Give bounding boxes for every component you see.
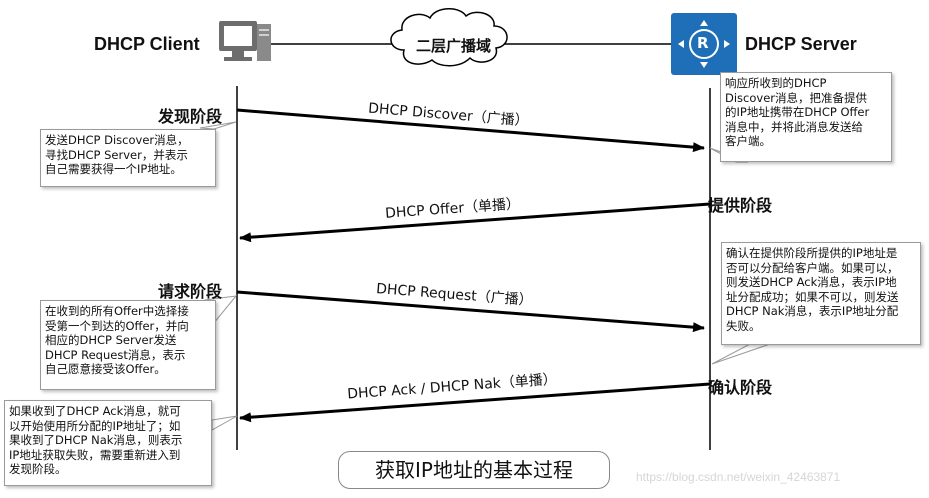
note-result-text: 如果收到了DHCP Ack消息，就可 以开始使用所分配的IP地址了；如 果收到了…	[9, 404, 183, 476]
ack-arrow	[239, 382, 711, 423]
note-request-text: 在收到的所有Offer中选择接 受第一个到达的Offer，并向 相应的DHCP …	[45, 304, 189, 376]
router-icon	[671, 13, 737, 75]
client-label: DHCP Client	[94, 34, 200, 54]
note-offer-text: 响应所收到的DHCP Discover消息，把准备提供 的IP地址携带在DHCP…	[725, 76, 870, 148]
broadcast-domain-label: 二层广播域	[416, 37, 492, 55]
note-request: 在收到的所有Offer中选择接 受第一个到达的Offer，并向 相应的DHCP …	[40, 300, 216, 390]
discover-callout-pointer	[199, 121, 237, 130]
request-arrow	[236, 290, 705, 333]
note-result: 如果收到了DHCP Ack消息，就可 以开始使用所分配的IP地址了；如 果收到了…	[4, 400, 212, 486]
diagram-caption: 获取IP地址的基本过程	[338, 451, 610, 489]
discover-arrow	[236, 108, 705, 153]
cloud-icon	[390, 8, 508, 67]
note-discover-text: 发送DHCP Discover消息， 寻找DHCP Server，并表示 自己需…	[45, 133, 189, 176]
watermark: https://blog.csdn.net/weixin_42463871	[636, 470, 841, 484]
router-icon-letter: R	[697, 34, 709, 52]
note-discover: 发送DHCP Discover消息， 寻找DHCP Server，并表示 自己需…	[40, 129, 216, 187]
phase-ack: 确认阶段	[708, 378, 773, 397]
note-ack-text: 确认在提供阶段所提供的IP地址是 否可以分配给客户端。如果可以， 则发送DHCP…	[726, 246, 899, 333]
phase-discover: 发现阶段	[158, 107, 223, 126]
computer-icon	[219, 21, 271, 61]
phase-offer: 提供阶段	[708, 196, 773, 215]
note-ack: 确认在提供阶段所提供的IP地址是 否可以分配给客户端。如果可以， 则发送DHCP…	[721, 242, 921, 345]
offer-arrow	[239, 202, 711, 243]
ack-callout-pointer	[711, 343, 771, 365]
note-offer: 响应所收到的DHCP Discover消息，把准备提供 的IP地址携带在DHCP…	[720, 72, 892, 162]
server-label: DHCP Server	[745, 34, 857, 54]
result-callout-pointer	[211, 415, 238, 431]
phase-request: 请求阶段	[158, 282, 223, 301]
